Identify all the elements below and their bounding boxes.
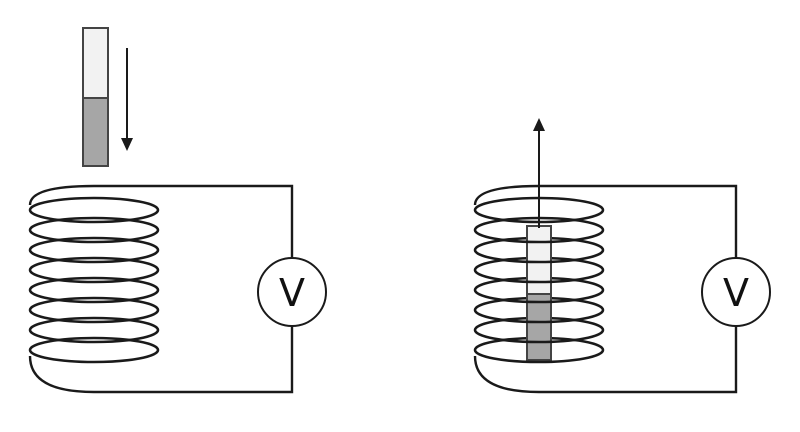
right-motion-arrow-up-icon [533, 118, 545, 228]
right-magnet-light-half [526, 225, 552, 295]
right-bar-magnet [526, 225, 552, 361]
right-coil-front [473, 209, 605, 364]
left-bar-magnet [82, 27, 109, 167]
right-voltmeter: V [701, 257, 771, 327]
left-voltmeter: V [257, 257, 327, 327]
left-magnet-light-half [82, 27, 109, 99]
right-panel: V [473, 118, 771, 394]
right-voltmeter-label: V [723, 271, 749, 315]
left-voltmeter-label: V [279, 271, 305, 315]
right-circuit-wire [473, 184, 738, 394]
right-magnet-dark-half [526, 293, 552, 361]
left-motion-arrow-down-icon [121, 48, 133, 151]
left-magnet-dark-half [82, 97, 109, 167]
left-panel: V [28, 27, 327, 394]
left-coil [28, 196, 160, 364]
left-circuit-wire [28, 184, 294, 394]
